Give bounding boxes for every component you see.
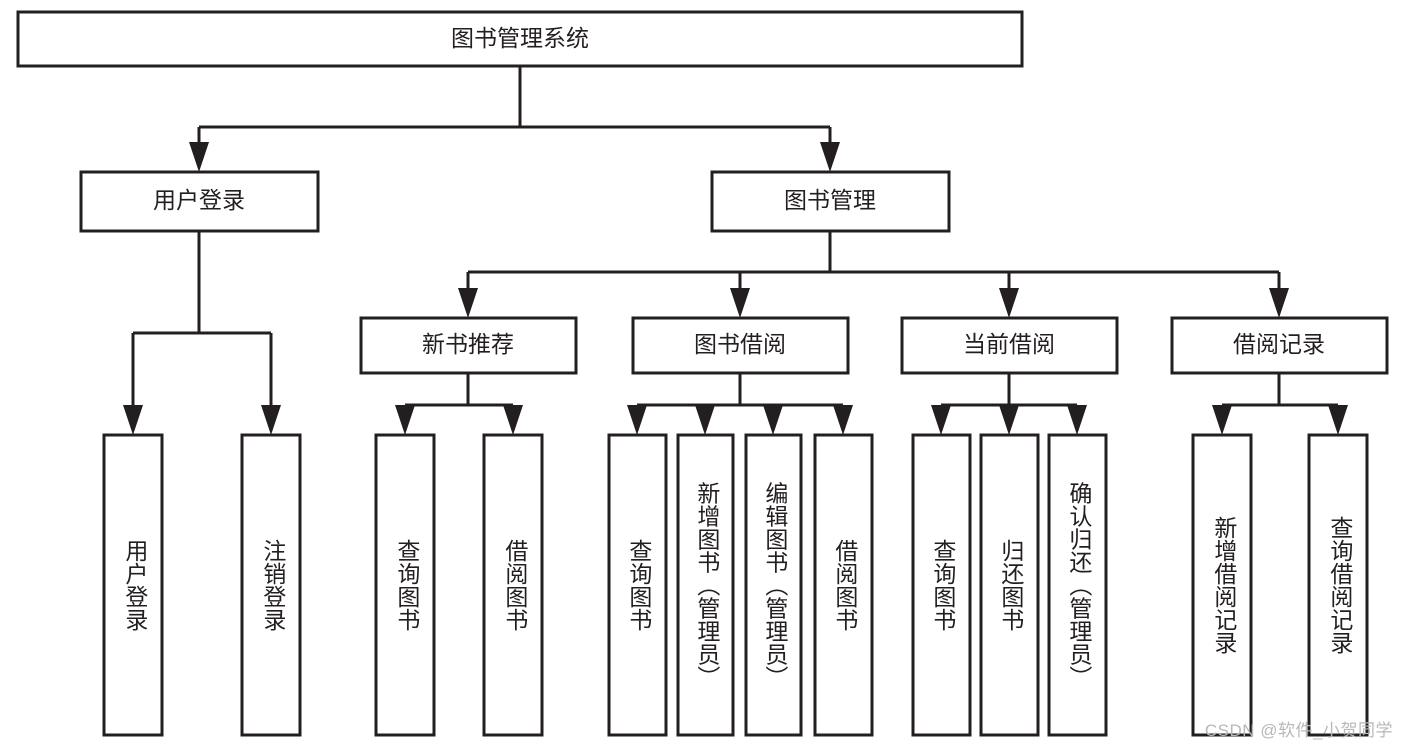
arrowhead-borrow-leaf-3 <box>763 405 783 435</box>
arrowhead-newbook <box>458 288 478 318</box>
node-book-borrow[interactable]: 图书借阅 <box>631 316 850 375</box>
leaf-records-query-label: 查询借阅记录 <box>1327 516 1354 654</box>
leaf-records-add[interactable]: 新增借阅记录 <box>1191 433 1253 737</box>
node-book-borrow-box[interactable] <box>631 316 850 375</box>
arrowhead-current-leaf-1 <box>931 405 951 435</box>
leaf-user-login-signin-label: 用户登录 <box>122 539 149 631</box>
node-current-borrow-box[interactable] <box>900 316 1119 375</box>
leaf-borrow-query-label: 查询图书 <box>626 539 653 631</box>
node-new-book-recommend-box[interactable] <box>359 316 578 375</box>
leaf-current-query-box[interactable] <box>911 433 972 737</box>
leaf-current-return-box[interactable] <box>979 433 1040 737</box>
leaf-current-query-label: 查询图书 <box>930 539 957 631</box>
leaf-user-login-signout-box[interactable] <box>240 433 302 737</box>
leaf-borrow-borrow-book-label: 借阅图书 <box>832 539 859 631</box>
arrowhead-login-leaf-2 <box>261 405 281 435</box>
leaf-records-query[interactable]: 查询借阅记录 <box>1307 433 1369 737</box>
leaf-new-book-borrow-label: 借阅图书 <box>502 539 529 631</box>
leaf-current-query[interactable]: 查询图书 <box>911 433 972 737</box>
leaf-user-login-signout-label: 注销登录 <box>260 539 287 631</box>
node-borrow-records-box[interactable] <box>1170 316 1389 375</box>
leaf-current-confirm-return-box[interactable] <box>1047 433 1108 737</box>
leaf-user-login-signin-box[interactable] <box>102 433 164 737</box>
leaf-borrow-edit-book-label: 编辑图书（管理员） <box>762 482 789 689</box>
leaf-borrow-query[interactable]: 查询图书 <box>607 433 668 737</box>
leaf-borrow-edit-book-box[interactable] <box>744 433 803 737</box>
leaf-current-confirm-return[interactable]: 确认归还（管理员） <box>1047 433 1108 737</box>
arrowhead-borrow-leaf-1 <box>627 405 647 435</box>
arrowhead-borrow-leaf-4 <box>833 405 853 435</box>
leaf-new-book-query-box[interactable] <box>374 433 436 737</box>
leaf-borrow-borrow-book-box[interactable] <box>813 433 874 737</box>
node-current-borrow[interactable]: 当前借阅 <box>900 316 1119 375</box>
leaf-current-return[interactable]: 归还图书 <box>979 433 1040 737</box>
arrowhead-current <box>999 288 1019 318</box>
leaf-current-return-label: 归还图书 <box>998 539 1025 631</box>
leaf-user-login-signin[interactable]: 用户登录 <box>102 433 164 737</box>
node-user-login-label: 用户登录 <box>153 187 245 213</box>
node-user-login-box[interactable] <box>79 170 320 233</box>
arrowhead-borrow-leaf-2 <box>695 405 715 435</box>
leaf-borrow-add-book-box[interactable] <box>676 433 735 737</box>
leaf-user-login-signout[interactable]: 注销登录 <box>240 433 302 737</box>
node-book-management-box[interactable] <box>710 170 951 233</box>
node-book-borrow-label: 图书借阅 <box>694 331 786 357</box>
arrowhead-records-leaf-1 <box>1212 405 1232 435</box>
leaf-records-add-label: 新增借阅记录 <box>1211 516 1238 654</box>
node-user-login[interactable]: 用户登录 <box>79 170 320 233</box>
node-borrow-records-label: 借阅记录 <box>1233 331 1325 357</box>
connector-layer <box>123 66 1348 435</box>
arrowhead-newbook-leaf-1 <box>395 405 415 435</box>
node-root[interactable]: 图书管理系统 <box>16 10 1024 68</box>
node-borrow-records[interactable]: 借阅记录 <box>1170 316 1389 375</box>
leaf-new-book-borrow-box[interactable] <box>482 433 544 737</box>
arrowhead-records <box>1269 288 1289 318</box>
arrowhead-current-leaf-3 <box>1067 405 1087 435</box>
node-root-label: 图书管理系统 <box>451 25 589 51</box>
node-root-box[interactable] <box>16 10 1024 68</box>
leaf-current-confirm-return-label: 确认归还（管理员） <box>1066 482 1093 689</box>
leaf-new-book-query[interactable]: 查询图书 <box>374 433 436 737</box>
arrowhead-login <box>189 142 209 172</box>
arrowhead-borrow <box>730 288 750 318</box>
leaf-records-query-box[interactable] <box>1307 433 1369 737</box>
leaf-new-book-query-label: 查询图书 <box>394 539 421 631</box>
arrowhead-newbook-leaf-2 <box>503 405 523 435</box>
leaf-borrow-borrow-book[interactable]: 借阅图书 <box>813 433 874 737</box>
arrowhead-records-leaf-2 <box>1328 405 1348 435</box>
leaf-borrow-add-book-label: 新增图书（管理员） <box>694 482 721 689</box>
watermark-text: CSDN @软件_小贺同学 <box>1204 721 1393 740</box>
leaf-borrow-query-box[interactable] <box>607 433 668 737</box>
node-book-management[interactable]: 图书管理 <box>710 170 951 233</box>
arrowhead-current-leaf-2 <box>999 405 1019 435</box>
node-book-management-label: 图书管理 <box>784 187 876 213</box>
node-new-book-recommend[interactable]: 新书推荐 <box>359 316 578 375</box>
leaf-records-add-box[interactable] <box>1191 433 1253 737</box>
leaf-borrow-add-book[interactable]: 新增图书（管理员） <box>676 433 735 737</box>
arrowhead-login-leaf-1 <box>123 405 143 435</box>
node-current-borrow-label: 当前借阅 <box>963 331 1055 357</box>
arrowhead-mgmt <box>820 142 840 172</box>
leaf-new-book-borrow[interactable]: 借阅图书 <box>482 433 544 737</box>
node-new-book-recommend-label: 新书推荐 <box>422 331 514 357</box>
leaf-borrow-edit-book[interactable]: 编辑图书（管理员） <box>744 433 803 737</box>
